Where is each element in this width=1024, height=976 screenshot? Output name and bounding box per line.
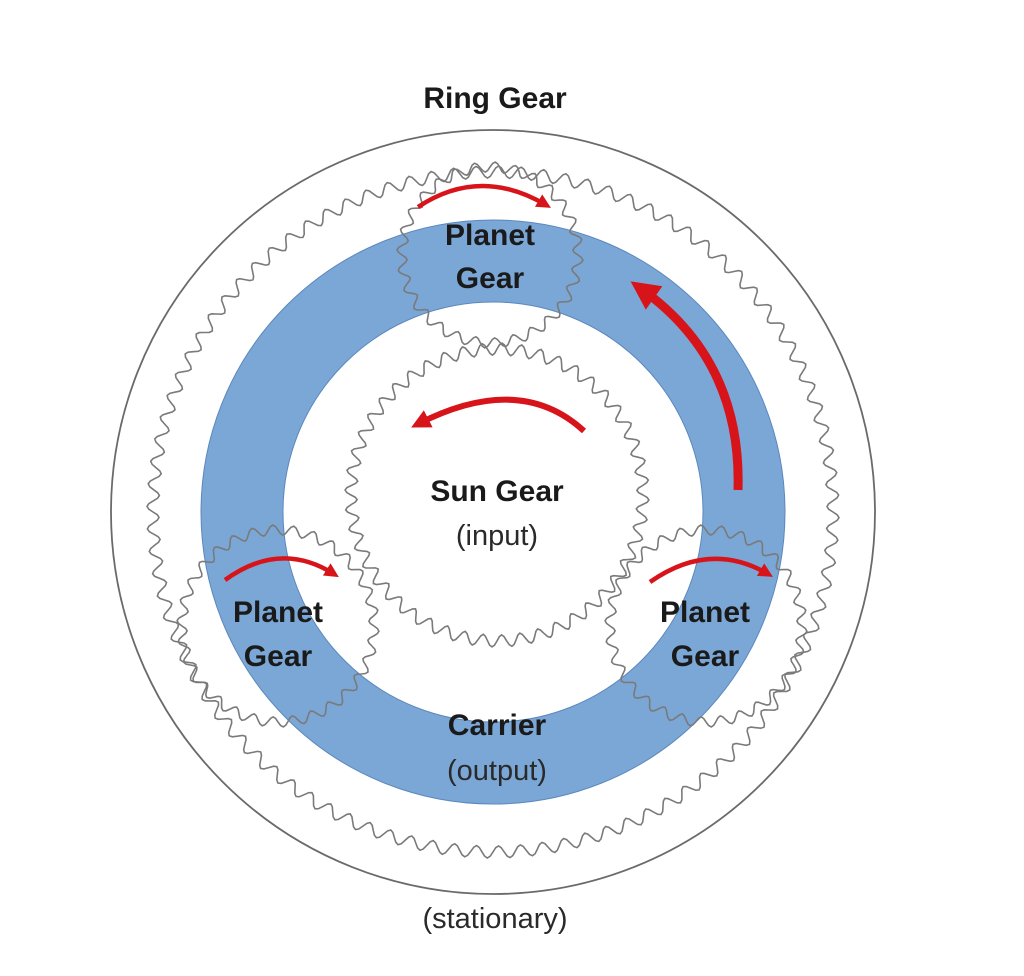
planet-right-label-line1: Planet: [660, 596, 750, 629]
planet-right-rotation-arrow: [648, 556, 773, 584]
carrier-role: (output): [447, 755, 547, 787]
planet-gear-top: [396, 161, 584, 349]
carrier-band: [200, 219, 786, 805]
ring-gear-title: Ring Gear: [423, 82, 567, 115]
sun-gear-role: (input): [456, 520, 538, 552]
carrier-rotation-arrow: [630, 281, 743, 491]
planet-top-rotation-arrow: [416, 183, 551, 209]
ring-gear-state: (stationary): [422, 903, 567, 935]
planet-left-label-line2: Gear: [244, 640, 313, 673]
planet-left-label-line1: Planet: [233, 596, 323, 629]
planet-top-label-line2: Gear: [456, 262, 525, 295]
sun-rotation-arrow: [411, 396, 587, 434]
sun-gear: [344, 342, 650, 648]
planet-right-label-line2: Gear: [671, 640, 740, 673]
ring-gear-teeth: [146, 165, 840, 859]
planet-gear-left: [176, 524, 380, 728]
sun-gear-label: Sun Gear: [430, 475, 564, 508]
planet-left-rotation-arrow: [223, 556, 339, 582]
planet-top-label-line1: Planet: [445, 219, 535, 252]
carrier-label: Carrier: [448, 709, 547, 742]
planet-gear-right: [604, 524, 808, 728]
